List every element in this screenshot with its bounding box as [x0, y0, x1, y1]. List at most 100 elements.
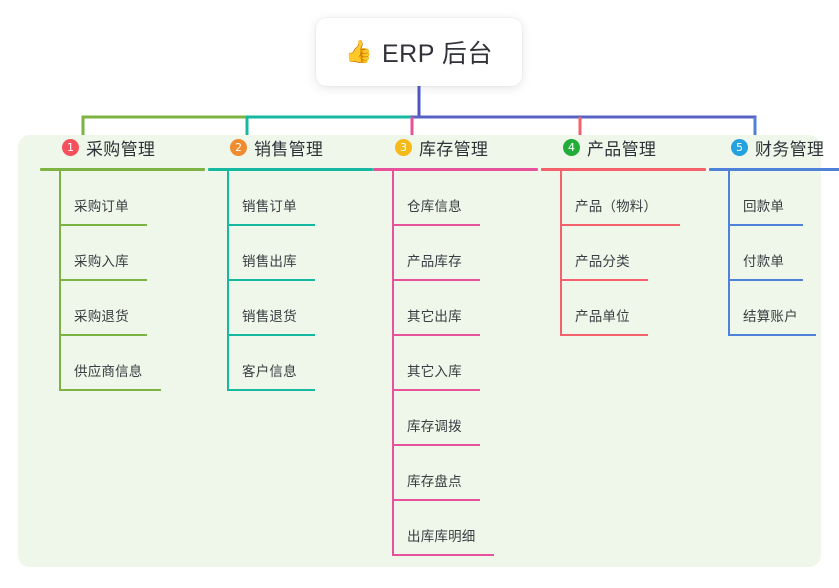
column-1: 1 采购管理采购订单采购入库采购退货供应商信息: [40, 135, 205, 391]
column-spine-1: [59, 171, 61, 391]
column-header-3[interactable]: 3 库存管理: [373, 135, 538, 159]
column-underline-5: [709, 168, 839, 171]
leaf-node[interactable]: 销售订单: [208, 171, 373, 226]
column-3: 3 库存管理仓库信息产品库存其它出库其它入库库存调拨库存盘点出库库明细: [373, 135, 538, 556]
column-underline-4: [541, 168, 706, 171]
column-title-4: 产品管理: [587, 139, 657, 159]
leaf-node[interactable]: 供应商信息: [40, 336, 205, 391]
column-badge-1: 1: [62, 138, 79, 156]
leaf-node-label: 供应商信息: [74, 364, 143, 379]
leaf-node[interactable]: 产品库存: [373, 226, 538, 281]
leaf-node-label: 销售出库: [242, 254, 297, 269]
leaf-node-label: 其它入库: [407, 364, 462, 379]
leaf-node-label: 产品库存: [407, 254, 462, 269]
leaf-node-underline: [392, 224, 480, 226]
leaf-node-label: 付款单: [743, 254, 785, 269]
leaf-node[interactable]: 采购入库: [40, 226, 205, 281]
column-badge-4: 4: [563, 138, 580, 156]
column-header-4[interactable]: 4 产品管理: [541, 135, 706, 159]
leaf-node-underline: [728, 334, 816, 336]
leaf-node[interactable]: 产品分类: [541, 226, 706, 281]
column-items-2: 销售订单销售出库销售退货客户信息: [208, 171, 373, 391]
leaf-node-underline: [392, 334, 480, 336]
leaf-node[interactable]: 其它入库: [373, 336, 538, 391]
leaf-node[interactable]: 产品单位: [541, 281, 706, 336]
leaf-node-label: 库存调拨: [407, 419, 462, 434]
leaf-node[interactable]: 仓库信息: [373, 171, 538, 226]
column-4: 4 产品管理产品（物料） 产品分类产品单位: [541, 135, 706, 336]
leaf-node[interactable]: 客户信息: [208, 336, 373, 391]
leaf-node[interactable]: 结算账户: [709, 281, 839, 336]
leaf-node-underline: [560, 224, 680, 226]
leaf-node[interactable]: 其它出库: [373, 281, 538, 336]
leaf-node[interactable]: 库存调拨: [373, 391, 538, 446]
leaf-node-underline: [560, 334, 648, 336]
leaf-node-label: 销售退货: [242, 309, 297, 324]
column-spine-2: [227, 171, 229, 391]
column-spine-5: [728, 171, 730, 336]
column-title-3: 库存管理: [419, 139, 489, 159]
leaf-node-underline: [560, 279, 648, 281]
leaf-node-label: 产品分类: [575, 254, 630, 269]
column-title-2: 销售管理: [254, 139, 324, 159]
leaf-node-label: 结算账户: [743, 309, 798, 324]
column-header-5[interactable]: 5 财务管理: [709, 135, 839, 159]
leaf-node-underline: [227, 224, 315, 226]
leaf-node-underline: [392, 444, 480, 446]
root-node-label: ERP 后台: [382, 40, 493, 68]
leaf-node-underline: [227, 389, 315, 391]
column-5: 5 财务管理回款单付款单结算账户: [709, 135, 839, 336]
leaf-node-underline: [392, 389, 480, 391]
leaf-node-label: 出库库明细: [407, 529, 476, 544]
leaf-node-label: 产品（物料）: [575, 199, 658, 214]
leaf-node-label: 库存盘点: [407, 474, 462, 489]
column-header-1[interactable]: 1 采购管理: [40, 135, 205, 159]
column-title-1: 采购管理: [86, 139, 156, 159]
leaf-node-underline: [728, 279, 803, 281]
root-node-card[interactable]: 👍 ERP 后台: [316, 18, 522, 86]
column-underline-1: [40, 168, 205, 171]
leaf-node[interactable]: 产品（物料）: [541, 171, 706, 226]
column-items-1: 采购订单采购入库采购退货供应商信息: [40, 171, 205, 391]
column-items-4: 产品（物料） 产品分类产品单位: [541, 171, 706, 336]
column-2: 2 销售管理销售订单销售出库销售退货客户信息: [208, 135, 373, 391]
leaf-node-underline: [227, 334, 315, 336]
leaf-node[interactable]: 销售退货: [208, 281, 373, 336]
leaf-node[interactable]: 付款单: [709, 226, 839, 281]
column-badge-5: 5: [731, 138, 748, 156]
column-header-2[interactable]: 2 销售管理: [208, 135, 373, 159]
leaf-node-label: 回款单: [743, 199, 785, 214]
thumbs-up-icon: 👍: [345, 39, 373, 64]
leaf-node-underline: [227, 279, 315, 281]
leaf-node[interactable]: 库存盘点: [373, 446, 538, 501]
leaf-node-underline: [59, 334, 147, 336]
leaf-node-underline: [728, 224, 803, 226]
leaf-node-underline: [59, 224, 147, 226]
leaf-node[interactable]: 销售出库: [208, 226, 373, 281]
leaf-node-label: 其它出库: [407, 309, 462, 324]
diagram-panel: 1 采购管理采购订单采购入库采购退货供应商信息 2 销售管理销售订单销售出库销售退货客…: [18, 135, 839, 567]
column-title-5: 财务管理: [755, 139, 825, 159]
leaf-node-label: 仓库信息: [407, 199, 462, 214]
leaf-node-label: 销售订单: [242, 199, 297, 214]
column-badge-3: 3: [395, 138, 412, 156]
leaf-node[interactable]: 回款单: [709, 171, 839, 226]
leaf-node[interactable]: 出库库明细: [373, 501, 538, 556]
leaf-node-underline: [59, 279, 147, 281]
root-node-title: 👍 ERP 后台: [345, 34, 493, 70]
leaf-node-label: 产品单位: [575, 309, 630, 324]
leaf-node[interactable]: 采购订单: [40, 171, 205, 226]
column-spine-3: [392, 171, 394, 556]
column-underline-3: [373, 168, 538, 171]
leaf-node-underline: [392, 279, 480, 281]
leaf-node-label: 采购入库: [74, 254, 129, 269]
leaf-node-label: 采购退货: [74, 309, 129, 324]
leaf-node-underline: [59, 389, 161, 391]
column-items-3: 仓库信息产品库存其它出库其它入库库存调拨库存盘点出库库明细: [373, 171, 538, 556]
column-underline-2: [208, 168, 373, 171]
column-badge-2: 2: [230, 138, 247, 156]
leaf-node[interactable]: 采购退货: [40, 281, 205, 336]
leaf-node-label: 客户信息: [242, 364, 297, 379]
column-spine-4: [560, 171, 562, 336]
leaf-node-underline: [392, 554, 494, 556]
